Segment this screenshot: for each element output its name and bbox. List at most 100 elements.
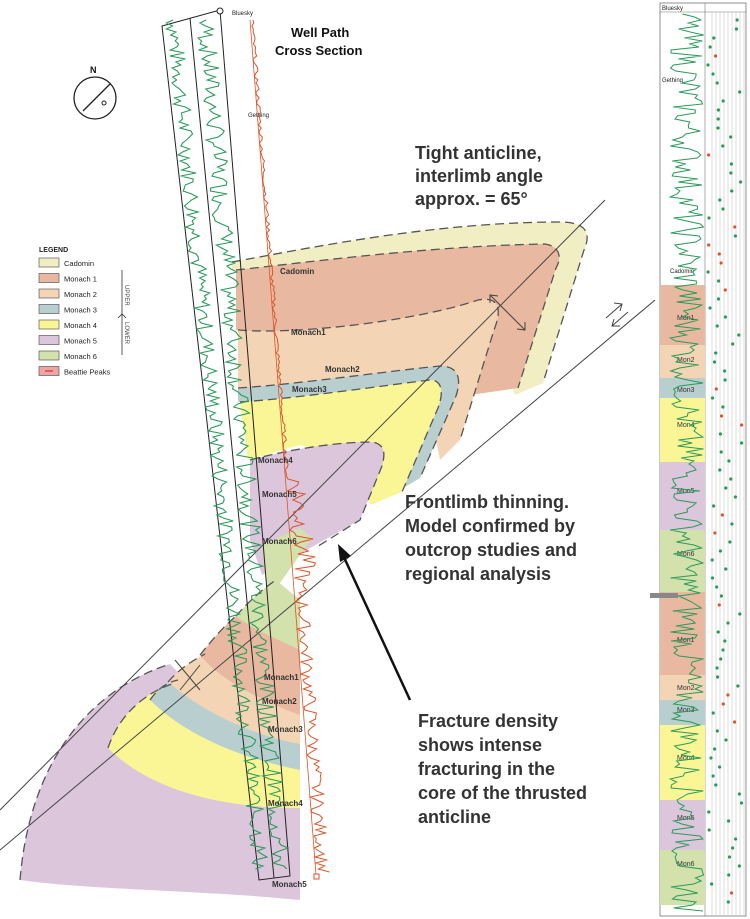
label-monach6: Monach6: [262, 537, 297, 546]
right-log-unit-block: [660, 850, 705, 905]
right-log-fracture-mark: [729, 171, 733, 175]
compass: N: [73, 65, 117, 120]
right-log-fracture-mark: [720, 513, 724, 517]
right-log-fracture-mark: [726, 693, 730, 697]
right-log-fracture-mark: [719, 261, 723, 265]
legend-label-6: Monach 6: [64, 352, 97, 361]
monach4-boundary: [239, 379, 442, 493]
compass-dot: [101, 100, 107, 106]
right-log-fracture-mark: [710, 576, 715, 580]
legend-swatch-4: [38, 319, 60, 330]
right-log-fracture-mark: [706, 63, 710, 67]
label-monach1-lower: Monach1: [264, 673, 299, 682]
label-monach3-upper: Monach3: [292, 385, 327, 394]
thickness-arrow-head-a: [489, 294, 499, 303]
right-log-fracture-mark: [718, 198, 722, 202]
lower-m6-boundary: [235, 579, 277, 617]
fracture-pointer-arrow: [340, 552, 412, 701]
monach4-lower-polygon: [108, 684, 300, 808]
cross-section-labels: Bluesky Gething Cadomin Monach1 Monach2 …: [232, 11, 360, 889]
monach6-lower-polygon: [236, 580, 300, 650]
fracture-line1: Fracture density: [418, 711, 558, 731]
label-cadomin: Cadomin: [280, 267, 314, 276]
right-log-fracture-mark: [727, 855, 732, 859]
compass-needle: [82, 83, 111, 112]
right-log-casing-marker: [650, 593, 678, 598]
title-line1: Well Path: [291, 25, 349, 40]
compass-circle: [73, 76, 117, 120]
right-log-fracture-mark: [721, 207, 725, 211]
legend-swatch-2: [38, 288, 60, 299]
compass-north-label: N: [90, 65, 97, 75]
legend-label-5: Monach 5: [64, 337, 97, 346]
right-log-fracture-mark: [717, 252, 721, 256]
legend-swatch-3: [38, 304, 60, 314]
right-log-fracture-mark: [711, 774, 715, 778]
right-log-cadomin: Cadomin: [670, 269, 694, 275]
right-log-fracture-mark: [716, 675, 720, 679]
right-log-fracture-mark: [721, 648, 725, 652]
thickness-arrow: [489, 294, 526, 331]
right-log-fracture-mark: [714, 387, 718, 391]
fault-arrow-lower: [611, 311, 629, 327]
orange-log-curve: [251, 19, 330, 873]
monach5-boundary: [249, 441, 385, 549]
label-monach5-upper: Monach5: [262, 490, 297, 499]
annotation-anticline: Tight anticline, interlimb angle approx.…: [415, 143, 543, 209]
right-log-fracture-mark: [718, 468, 722, 472]
right-log-fracture-mark: [717, 279, 721, 283]
right-log-fracture-mark: [707, 810, 711, 814]
right-log-fracture-mark: [718, 765, 722, 769]
right-log-fracture-mark: [731, 342, 735, 346]
fracture-line2: shows intense: [418, 735, 542, 755]
orange-log-end-marker: [313, 873, 320, 880]
right-log-fracture-mark: [726, 621, 730, 625]
right-log-fracture-mark: [719, 414, 724, 418]
right-log-unit-label: Mon5: [677, 488, 695, 495]
right-log-unit-label: Mon2: [677, 357, 695, 364]
right-log-fracture-mark: [714, 351, 718, 355]
right-log-gething: Gething: [662, 78, 683, 84]
right-log-fracture-mark: [710, 396, 715, 400]
right-log-fracture-mark: [723, 369, 727, 373]
legend-swatch-5: [38, 335, 60, 345]
legend-label-2: Monach 2: [64, 290, 97, 299]
well-track-divider: [189, 17, 275, 879]
lower-m5-boundary: [19, 663, 171, 881]
legend-swatch-1: [38, 273, 60, 283]
fault-arrow-upper: [605, 303, 623, 319]
right-log-fracture-mark: [733, 495, 738, 499]
orange-log-track: [249, 19, 330, 880]
right-log-fracture-mark: [738, 90, 742, 94]
monach4-upper-polygon: [240, 380, 442, 505]
right-log-fracture-mark: [729, 135, 733, 139]
legend-title: LEGEND: [39, 247, 68, 254]
fracture-line5: anticline: [418, 807, 491, 827]
right-log-fracture-mark: [715, 585, 719, 589]
right-log-fracture-mark: [727, 459, 731, 463]
legend-swatch-6: [38, 350, 60, 361]
monach1-boundary: [235, 243, 560, 389]
thinning-line3: outcrop studies and: [405, 540, 577, 560]
label-monach4-upper: Monach4: [258, 456, 293, 465]
right-log-fracture-mark: [723, 378, 727, 382]
fracture-pointer-head: [338, 544, 351, 562]
right-log-unit-label: Mon1: [677, 637, 695, 644]
right-log-fracture-mark: [730, 522, 734, 526]
legend-label-3: Monach 3: [64, 306, 97, 315]
right-log-fracture-mark: [715, 666, 719, 670]
cadomin-boundary: [231, 221, 588, 384]
label-monach1-upper: Monach1: [291, 328, 326, 337]
right-log-fracture-mark: [715, 729, 719, 733]
right-log-fracture-mark: [723, 288, 727, 292]
anticline-line2: interlimb angle: [415, 166, 543, 186]
right-log-bluesky: Bluesky: [662, 6, 683, 12]
fault-arrow-head-upper: [613, 302, 623, 312]
right-log-fracture-mark: [715, 324, 719, 328]
right-log-fracture-mark: [721, 702, 725, 706]
right-log-unit-label: Mon3: [677, 707, 695, 714]
anticline-line1: Tight anticline,: [415, 143, 542, 163]
title-line2: Cross Section: [275, 43, 362, 58]
right-log-fracture-mark: [708, 306, 712, 310]
right-log-fracture-mark: [718, 549, 723, 553]
